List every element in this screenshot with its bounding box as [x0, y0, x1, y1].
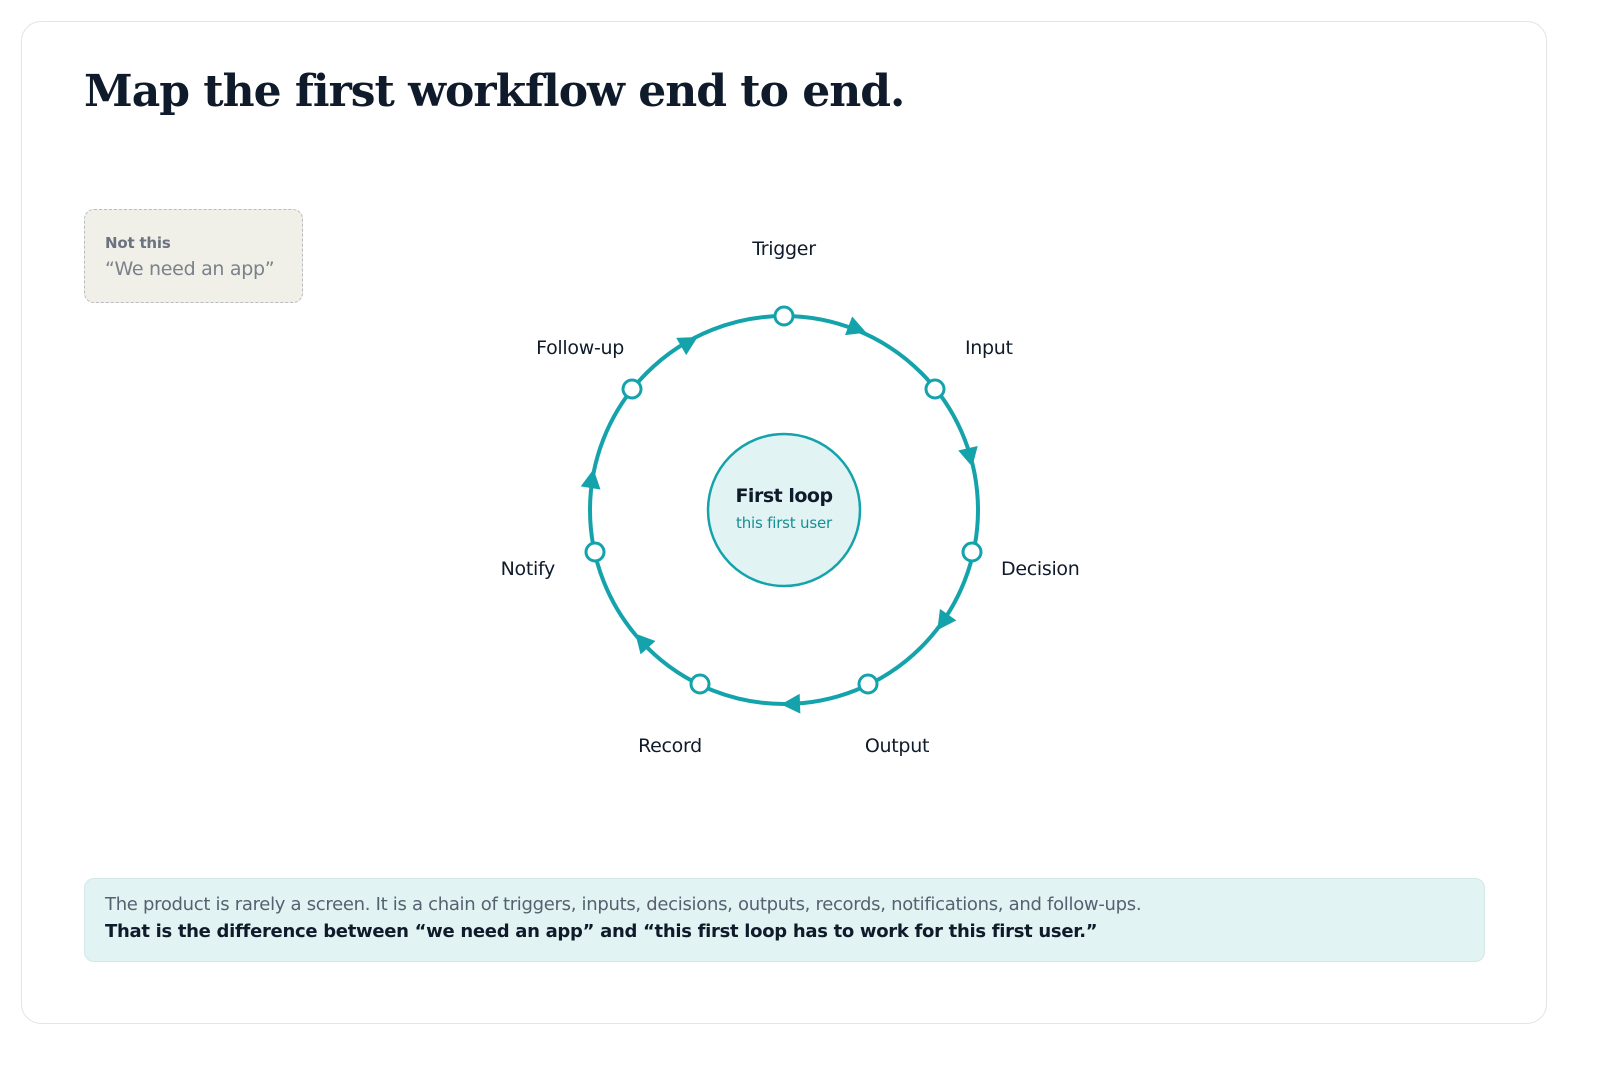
summary-text: The product is rarely a screen. It is a …	[105, 894, 1142, 915]
not-this-label: Not this	[105, 234, 171, 252]
step-label-trigger: Trigger	[751, 238, 816, 260]
step-node-record	[689, 673, 711, 695]
step-label-follow-up: Follow-up	[536, 337, 624, 359]
not-this-callout: Not this “We need an app”	[84, 209, 303, 303]
step-label-decision: Decision	[1001, 558, 1080, 580]
center-hub-title: First loop	[735, 485, 832, 507]
step-label-record: Record	[638, 735, 702, 757]
step-node-decision	[961, 541, 983, 563]
summary-emphasis: That is the difference between “we need …	[105, 921, 1098, 942]
center-hub	[706, 432, 862, 588]
page-title: Map the first workflow end to end.	[84, 66, 905, 117]
center-hub-subtitle: this first user	[736, 514, 833, 532]
step-label-output: Output	[865, 735, 929, 757]
loop-arrow	[676, 328, 703, 356]
loop-arrow	[780, 693, 801, 715]
summary-callout: The product is rarely a screen. It is a …	[84, 878, 1485, 962]
step-node-output	[857, 673, 879, 695]
step-node-input	[924, 378, 946, 400]
loop-arrow	[958, 445, 982, 469]
step-node-notify	[584, 541, 606, 563]
step-label-input: Input	[965, 337, 1013, 359]
not-this-quote: “We need an app”	[105, 258, 275, 280]
step-node-trigger	[773, 305, 795, 327]
step-label-notify: Notify	[501, 558, 555, 580]
loop-arrow	[845, 316, 870, 342]
step-node-follow-up	[621, 378, 643, 400]
